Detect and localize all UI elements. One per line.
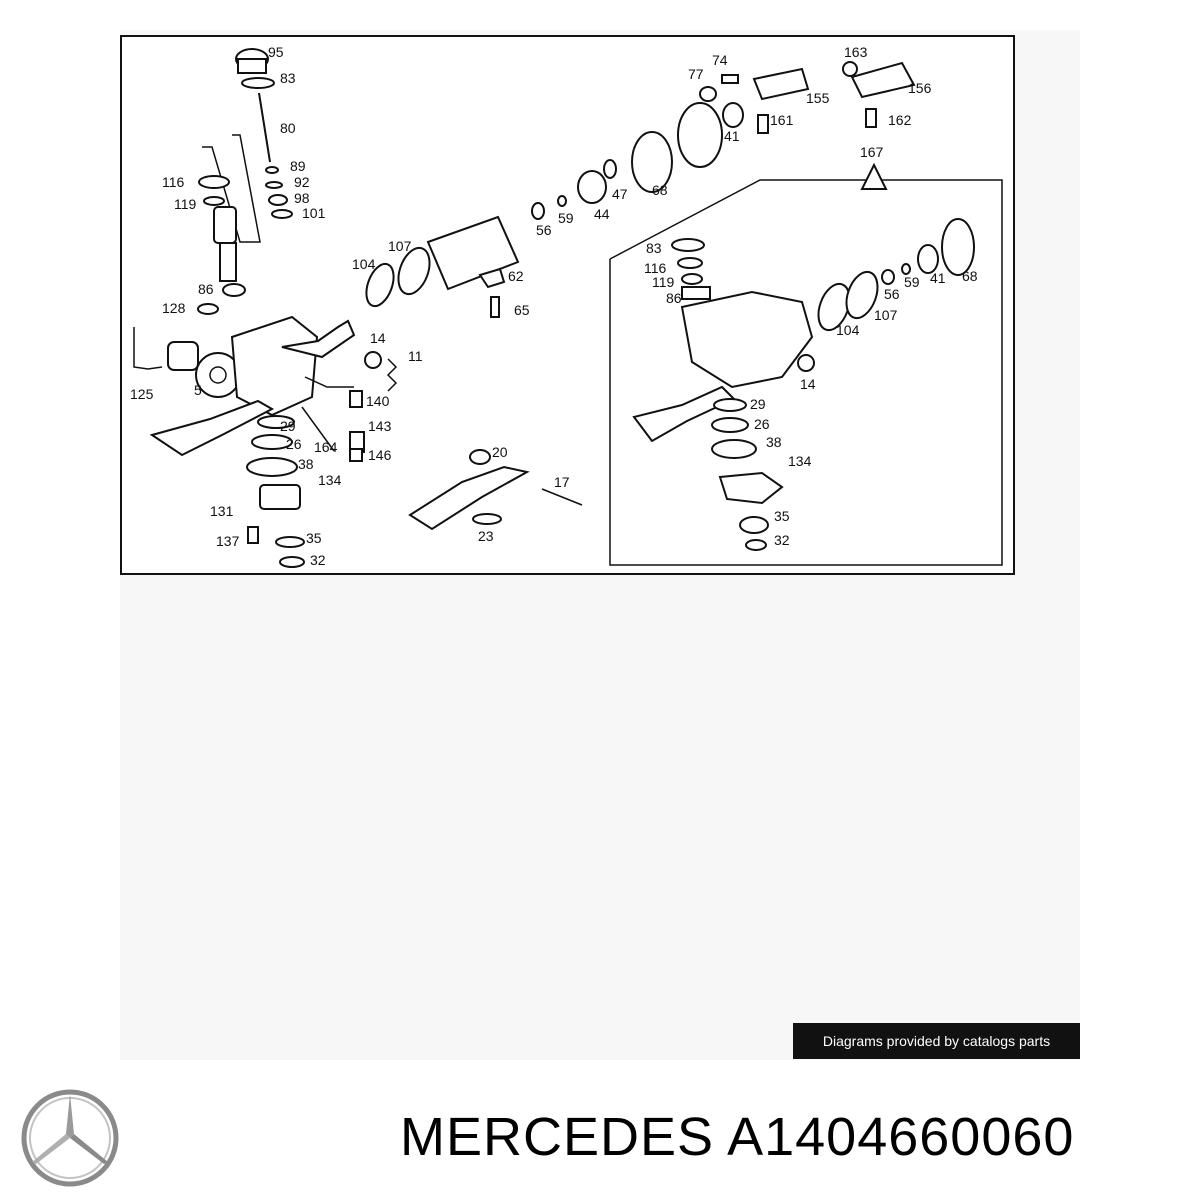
callout-59: 59: [558, 210, 574, 226]
inset-callout-41: 41: [930, 270, 946, 286]
callout-134: 134: [318, 472, 342, 488]
inset-callout-119: 119: [652, 274, 675, 290]
callout-128: 128: [162, 300, 186, 316]
callout-38: 38: [298, 456, 314, 472]
callout-104: 104: [352, 256, 376, 272]
callout-35: 35: [306, 530, 322, 546]
callout-98: 98: [294, 190, 310, 206]
inset-callout-26: 26: [754, 416, 770, 432]
callout-83: 83: [280, 70, 296, 86]
callout-116: 116: [162, 174, 185, 190]
inset-callout-116: 116: [644, 260, 667, 276]
mercedes-star-icon: [21, 1089, 119, 1187]
callout-167: 167: [860, 144, 884, 160]
callout-164: 164: [314, 439, 338, 455]
callout-29: 29: [280, 418, 296, 434]
parts-diagram: 95 83 80 89 92 98 101 116 119 86 128 125…: [120, 35, 1015, 575]
callout-95: 95: [268, 44, 284, 60]
callout-156: 156: [908, 80, 932, 96]
callout-labels: 95 83 80 89 92 98 101 116 119 86 128 125…: [130, 44, 932, 568]
callout-163: 163: [844, 44, 868, 60]
callout-80: 80: [280, 120, 296, 136]
inset-callout-83: 83: [646, 240, 662, 256]
inset-callout-35: 35: [774, 508, 790, 524]
callout-125: 125: [130, 386, 154, 402]
inset-callout-32: 32: [774, 532, 790, 548]
callout-14: 14: [370, 330, 386, 346]
callout-155: 155: [806, 90, 830, 106]
inset-callout-29: 29: [750, 396, 766, 412]
callout-74: 74: [712, 52, 728, 68]
callout-23: 23: [478, 528, 494, 544]
diagram-credit: Diagrams provided by catalogs parts: [793, 1023, 1080, 1059]
inset-callout-107: 107: [874, 307, 898, 323]
product-title: MERCEDES A1404660060: [400, 1106, 1190, 1168]
inset-callout-134: 134: [788, 453, 812, 469]
callout-119: 119: [174, 196, 197, 212]
callout-92: 92: [294, 174, 310, 190]
callout-26: 26: [286, 436, 302, 452]
brand-name: MERCEDES: [400, 1107, 715, 1167]
inset-callout-56: 56: [884, 286, 900, 302]
pitman-arms: [408, 449, 583, 531]
callout-47: 47: [612, 186, 628, 202]
callout-20: 20: [492, 444, 508, 460]
inset-callout-14: 14: [800, 376, 816, 392]
callout-41: 41: [724, 128, 740, 144]
inset-callout-labels: 83 116 119 86 104 107 56 59 41 68 14 29 …: [644, 240, 978, 548]
callout-65: 65: [514, 302, 530, 318]
callout-161: 161: [770, 112, 794, 128]
inset-frame: [609, 179, 1003, 566]
callout-107: 107: [388, 238, 412, 254]
inset-callout-59: 59: [904, 274, 920, 290]
callout-143: 143: [368, 418, 392, 434]
callout-32: 32: [310, 552, 326, 568]
callout-62: 62: [508, 268, 524, 284]
callout-17: 17: [554, 474, 570, 490]
callout-146: 146: [368, 447, 392, 463]
center-shaft-assembly: [365, 61, 916, 318]
inset-callout-38: 38: [766, 434, 782, 450]
exploded-view-drawing: 95 83 80 89 92 98 101 116 119 86 128 125…: [130, 44, 1003, 568]
inset-callout-104: 104: [836, 322, 860, 338]
part-number: A1404660060: [727, 1107, 1075, 1167]
callout-44: 44: [594, 206, 610, 222]
inset-assembly: [632, 218, 975, 551]
callout-162: 162: [888, 112, 912, 128]
callout-56: 56: [536, 222, 552, 238]
left-shaft-assembly: [133, 48, 398, 568]
callout-137: 137: [216, 533, 240, 549]
inset-callout-68: 68: [962, 268, 978, 284]
inset-callout-86: 86: [666, 290, 682, 306]
callout-77: 77: [688, 66, 704, 82]
callout-140: 140: [366, 393, 390, 409]
callout-89: 89: [290, 158, 306, 174]
callout-11: 11: [408, 348, 423, 364]
callout-5: 5: [194, 382, 202, 398]
callout-101: 101: [302, 205, 326, 221]
callout-131: 131: [210, 503, 234, 519]
callout-86: 86: [198, 281, 214, 297]
callout-68: 68: [652, 182, 668, 198]
